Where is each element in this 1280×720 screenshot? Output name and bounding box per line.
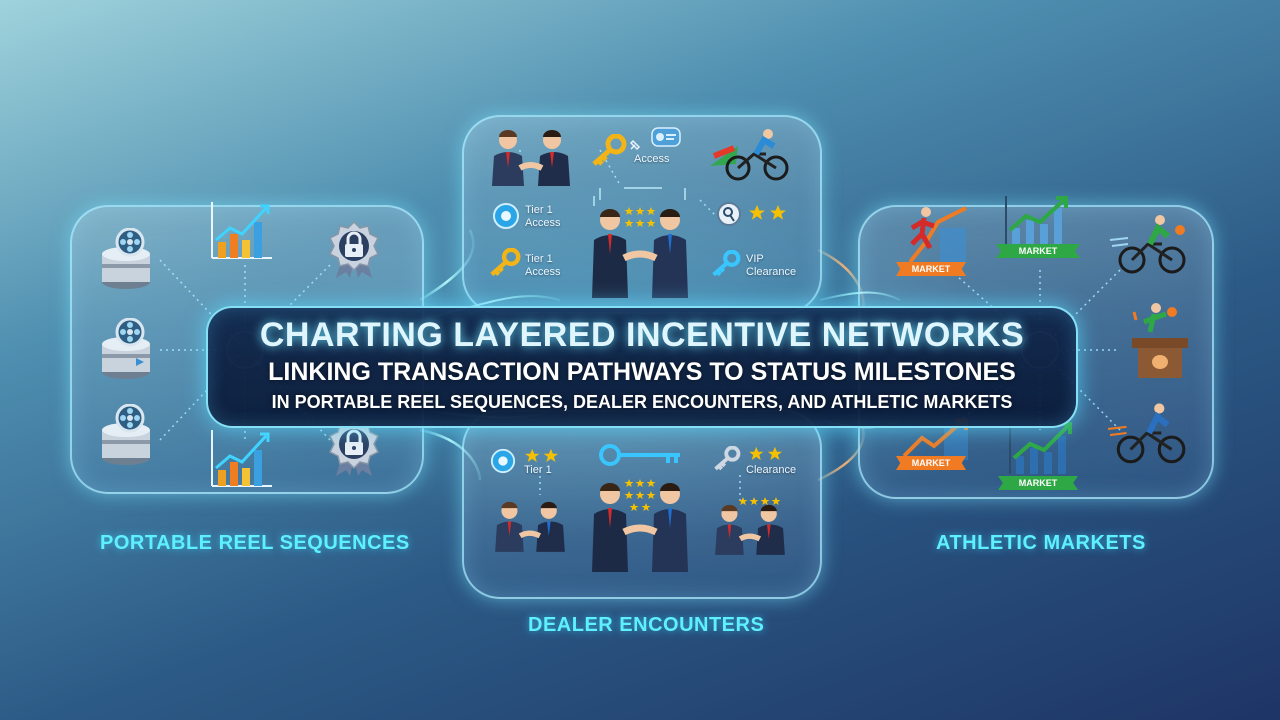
key-icon [712, 250, 741, 277]
podium-icon [1132, 303, 1188, 378]
cyclist-icon [1107, 403, 1186, 464]
film-reel-icon [102, 404, 150, 465]
star-rating-icon [624, 207, 656, 227]
handshake-icon [495, 501, 565, 552]
dealer-encounter-panel [462, 410, 822, 599]
market-tag: MARKET [998, 476, 1078, 490]
bar-chart-icon [1005, 196, 1068, 246]
bar-chart-icon [1009, 422, 1072, 474]
tier-token-icon [490, 448, 516, 474]
padlock-badge-icon [328, 220, 380, 278]
bar-chart-icon [211, 202, 272, 259]
key-icon [592, 134, 627, 166]
section-label-portable-reel: PORTABLE REEL SEQUENCES [100, 532, 410, 554]
star-rating-icon [624, 479, 656, 511]
title-subtitle: LINKING TRANSACTION PATHWAYS TO STATUS M… [268, 358, 1016, 386]
access-label-a: Access [525, 217, 561, 229]
padlock-badge-icon [328, 418, 380, 476]
handshake-icon [592, 483, 688, 572]
cyclist-icon [710, 129, 789, 181]
star-icon [525, 448, 558, 463]
handshake-icon [492, 130, 570, 186]
market-tag: MARKET [896, 456, 966, 470]
bar-chart-icon [211, 430, 272, 487]
star-icon [738, 497, 781, 505]
access-label: Access [634, 153, 670, 165]
cyclist-icon [1109, 215, 1186, 274]
clearance-label: Clearance [746, 266, 797, 278]
access-card-icon [651, 127, 681, 147]
market-tag: MARKET [896, 262, 966, 276]
tier-token-icon [493, 203, 519, 229]
access-label-b: Access [525, 266, 561, 278]
star-icon [749, 446, 782, 461]
handshake-icon [592, 209, 688, 298]
film-reel-icon [102, 228, 150, 289]
section-label-dealer: DEALER ENCOUNTERS [528, 614, 765, 636]
key-icon [714, 446, 741, 471]
tier1-label-b: Tier 1 [525, 253, 553, 265]
location-search-icon [717, 202, 741, 226]
section-label-athletic: ATHLETIC MARKETS [936, 532, 1146, 554]
title-main: CHARTING LAYERED INCENTIVE NETWORKS [259, 316, 1025, 354]
vip-label: VIP [746, 253, 764, 265]
title-banner: CHARTING LAYERED INCENTIVE NETWORKS LINK… [206, 306, 1078, 428]
film-reel-icon [102, 318, 150, 379]
star-icon [749, 205, 786, 220]
clearance-label-bottom: Clearance [746, 464, 797, 476]
pin-icon [629, 139, 641, 151]
key-icon [490, 248, 521, 277]
title-caption: IN PORTABLE REEL SEQUENCES, DEALER ENCOU… [271, 392, 1013, 412]
market-tag: MARKET [996, 244, 1080, 258]
key-icon [599, 444, 680, 466]
tier1-label-bottom: Tier 1 [524, 464, 552, 476]
runner-icon [908, 206, 967, 264]
tier1-label-a: Tier 1 [525, 204, 553, 216]
handshake-icon [715, 504, 785, 555]
